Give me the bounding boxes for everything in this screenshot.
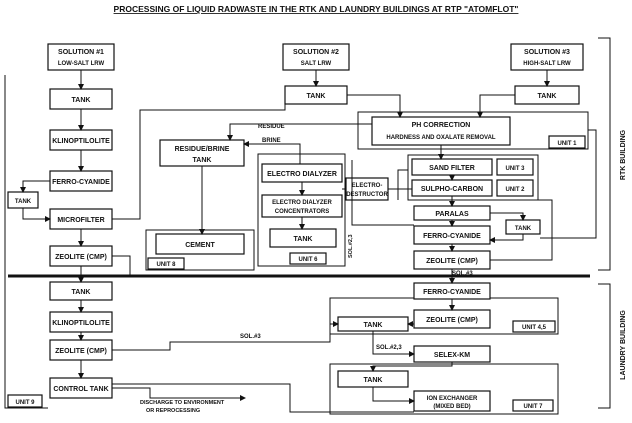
unit-6-tank-label: TANK	[294, 236, 313, 243]
microfilter-label: MICROFILTER	[57, 217, 104, 224]
ph-correction-box	[371, 116, 511, 146]
solution-3-name: SOLUTION #3	[524, 49, 570, 56]
residue-brine-tank-label: TANK	[193, 157, 212, 164]
sol23-lower-label: SOL.#2,3	[376, 345, 402, 351]
laundry-klinoptilolite-label: KLINOPTILOLITE	[52, 320, 110, 327]
solution-2-type: SALT LRW	[301, 61, 332, 67]
discharge-line-1: DISCHARGE TO ENVIRONMENT	[140, 400, 225, 406]
solution-1-box	[47, 43, 115, 71]
unit-45-label: UNIT 4,5	[522, 325, 547, 331]
unit-6-tag	[289, 252, 327, 265]
hardness-removal-label: HARDNESS AND OXALATE REMOVAL	[386, 135, 496, 141]
unit-2-label: UNIT 2	[505, 187, 525, 193]
unit-9-outline	[4, 75, 48, 409]
rtk-building-label: RTK BUILDING	[620, 129, 627, 180]
selex-km-label: SELEX-KM	[434, 352, 470, 359]
laundry-zeolite-label: ZEOLITE (CMP)	[55, 348, 107, 355]
laundry-ferrocyanide-label: FERRO-CYANIDE	[423, 289, 481, 296]
solution-2-tank-label: TANK	[307, 93, 326, 100]
sand-filter-label: SAND FILTER	[429, 165, 475, 172]
unit-2-tag	[496, 179, 534, 197]
rtk-side-tank-label: TANK	[515, 226, 532, 232]
unit-7-tag	[512, 399, 554, 412]
unit-8-label: UNIT 8	[156, 262, 176, 268]
unit-1-label: UNIT 1	[557, 141, 577, 147]
solution-1-name: SOLUTION #1	[58, 49, 104, 56]
solution-1-type: LOW-SALT LRW	[58, 61, 105, 67]
diagram-title: PROCESSING OF LIQUID RADWASTE IN THE RTK…	[114, 4, 519, 14]
solution-3-type: HIGH-SALT LRW	[523, 61, 571, 67]
units-2-3-outline	[407, 154, 539, 201]
unit-6-outline	[257, 153, 346, 267]
ph-correction-label: PH CORRECTION	[412, 122, 471, 129]
residue-flow-label: RESIDUE	[258, 124, 285, 130]
rtk-building-bracket	[598, 37, 611, 271]
residue-brine-tank-box	[159, 139, 245, 167]
unit-7-outline	[329, 363, 559, 415]
electro-destructor-line-1: ELECTRO-	[352, 183, 383, 189]
brine-flow-label: BRINE	[262, 138, 281, 144]
rtk-ferrocyanide-label: FERRO-CYANIDE	[423, 233, 481, 240]
unit-3-label: UNIT 3	[505, 166, 525, 172]
paralas-label: PARALAS	[435, 211, 469, 218]
electro-destructor-line-2: DESTRUCTOR	[346, 192, 388, 198]
unit-1-tag	[548, 135, 586, 149]
zeolite-label: ZEOLITE (CMP)	[55, 254, 107, 261]
discharge-line-2: OR REPROCESSING	[146, 408, 200, 414]
laundry-building-bracket	[598, 283, 611, 409]
ferrocyanide-label: FERRO-CYANIDE	[52, 179, 110, 186]
unit-7-tank-label: TANK	[364, 377, 383, 384]
tank-label: TANK	[72, 97, 91, 104]
solution-2-name: SOLUTION #2	[293, 49, 339, 56]
cement-label: CEMENT	[185, 242, 215, 249]
solution-3-tank-label: TANK	[538, 93, 557, 100]
laundry-mid-tank-label: TANK	[364, 322, 383, 329]
residue-brine-label: RESIDUE/BRINE	[175, 146, 230, 153]
sol3-left-label: SOL.#3	[240, 334, 261, 340]
klinoptilolite-label: KLINOPTILOLITE	[52, 138, 110, 145]
ed-concentrators-line-1: ELECTRO DIALYZER	[272, 200, 332, 206]
unit-45-tag	[512, 320, 556, 333]
solution-2-box	[282, 43, 350, 71]
unit-8-tag	[147, 257, 185, 270]
laundry-rtk-zeolite-label: ZEOLITE (CMP)	[426, 317, 478, 324]
unit-9-tag	[7, 394, 43, 408]
unit-9-label: UNIT 9	[15, 400, 35, 406]
side-tank-label: TANK	[15, 199, 32, 205]
unit-7-label: UNIT 7	[523, 404, 543, 410]
ion-exchanger-line-2: (MIXED BED)	[433, 404, 470, 410]
ed-concentrators-line-2: CONCENTRATORS	[275, 209, 329, 215]
unit-3-tag	[496, 158, 534, 176]
solution-3-box	[510, 43, 584, 71]
sol23-vertical-label: SOL.#2,3	[348, 234, 354, 258]
sulpho-carbon-label: SULPHO-CARBON	[421, 186, 483, 193]
rtk-zeolite-label: ZEOLITE (CMP)	[426, 258, 478, 265]
laundry-building-label: LAUNDRY BUILDING	[620, 310, 627, 380]
sol3-right-label: SOL.#3	[452, 271, 473, 277]
unit-6-label: UNIT 6	[298, 257, 318, 263]
electro-dialyzer-label: ELECTRO DIALYZER	[267, 171, 337, 178]
ion-exchanger-line-1: ION EXCHANGER	[427, 396, 478, 402]
laundry-tank-label: TANK	[72, 289, 91, 296]
control-tank-label: CONTROL TANK	[53, 386, 108, 393]
